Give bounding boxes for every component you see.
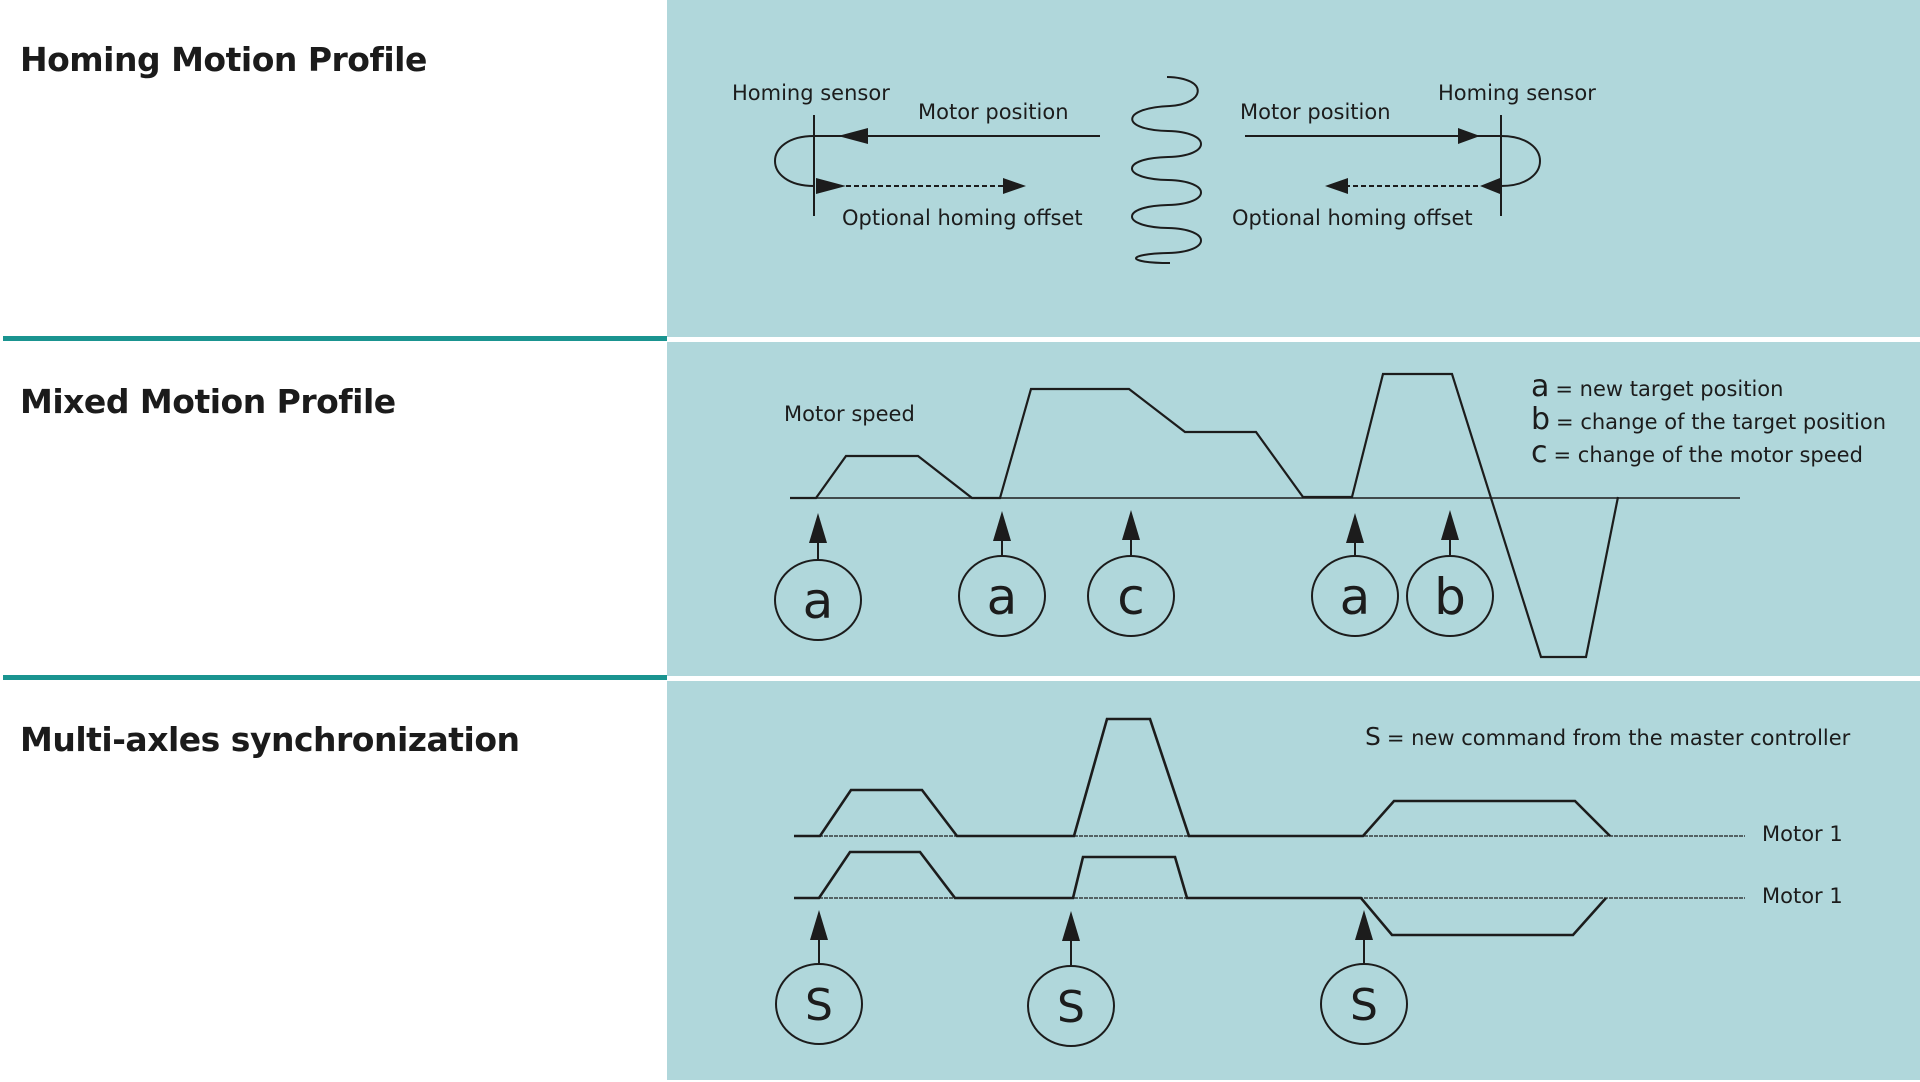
panel-gap [667, 676, 1920, 681]
event-marker: c [1087, 510, 1175, 637]
arrow-up-icon [810, 910, 828, 940]
homing-left [774, 115, 1100, 216]
event-marker: S [1027, 911, 1115, 1047]
event-marker: b [1406, 510, 1494, 637]
marker-label: a [803, 572, 834, 630]
homing-sensor-label-right: Homing sensor [1438, 81, 1596, 105]
marker-label: a [987, 568, 1018, 626]
motor-1-profile [794, 717, 1611, 838]
marker-label: b [1434, 568, 1466, 626]
homing-turn-arc [774, 135, 815, 187]
arrow-up-icon [809, 513, 827, 543]
motor-speed-label: Motor speed [784, 402, 915, 426]
marker-label: S [1057, 982, 1085, 1033]
legend-text: = change of the target position [1556, 410, 1886, 434]
section-title-homing: Homing Motion Profile [20, 40, 427, 79]
diagram-panel [667, 0, 1920, 1080]
legend-key: S [1365, 722, 1381, 751]
speed-profile-line [790, 372, 1620, 659]
wavy-line-break-icon [1131, 76, 1202, 264]
event-marker: a [774, 513, 862, 641]
homing-offset-label-left: Optional homing offset [842, 206, 1083, 230]
arrow-right-icon [1003, 178, 1026, 194]
marker-label: c [1117, 568, 1145, 626]
motor-position-label-right: Motor position [1240, 100, 1391, 124]
section-title-mixed: Mixed Motion Profile [20, 382, 396, 421]
legend-key: b [1531, 402, 1550, 437]
legend-key: a [1531, 369, 1549, 404]
arrow-left-icon [1325, 178, 1348, 194]
event-marker: S [1320, 910, 1408, 1045]
homing-right [1245, 115, 1541, 216]
section-divider [3, 675, 667, 680]
svg-text:a= new target position: a= new target position [1531, 369, 1783, 404]
arrow-up-icon [1441, 510, 1459, 540]
arrow-up-icon [1355, 910, 1373, 940]
motor-position-label-left: Motor position [918, 100, 1069, 124]
event-marker: a [958, 511, 1046, 637]
arrow-left-icon [1480, 178, 1500, 194]
marker-label: S [1350, 980, 1378, 1031]
marker-label: S [805, 980, 833, 1031]
svg-text:c= change of the motor speed: c= change of the motor speed [1531, 435, 1863, 470]
section-title-multi: Multi-axles synchronization [20, 720, 520, 759]
homing-turn-arc [1500, 135, 1541, 187]
svg-text:b= change of the target positi: b= change of the target position [1531, 402, 1886, 437]
event-marker: a [1311, 513, 1399, 637]
multi-legend: S= new command from the master controlle… [1365, 722, 1851, 751]
legend-text: = new command from the master controller [1387, 726, 1851, 750]
arrow-up-icon [1346, 513, 1364, 543]
panel-gap [667, 337, 1920, 342]
event-marker: S [775, 910, 863, 1045]
arrow-up-icon [1122, 510, 1140, 540]
arrow-up-icon [1062, 911, 1080, 941]
mixed-legend: a= new target position b= change of the … [1531, 369, 1886, 470]
arrow-up-icon [993, 511, 1011, 541]
motor-label: Motor 1 [1762, 884, 1843, 908]
multi-diagram: Motor 1 Motor 1 S= new command from the … [775, 717, 1851, 1047]
legend-key: c [1531, 435, 1548, 470]
marker-label: a [1340, 568, 1371, 626]
arrow-left-icon [838, 128, 868, 144]
arrow-right-icon [816, 178, 846, 194]
motor-2-profile [794, 850, 1607, 937]
homing-diagram [774, 76, 1541, 264]
legend-text: = new target position [1555, 377, 1783, 401]
homing-offset-label-right: Optional homing offset [1232, 206, 1473, 230]
legend-text: = change of the motor speed [1554, 443, 1863, 467]
arrow-right-icon [1458, 128, 1480, 144]
left-column: Homing Motion Profile Mixed Motion Profi… [0, 0, 667, 1082]
section-divider [3, 336, 667, 341]
homing-sensor-label-left: Homing sensor [732, 81, 890, 105]
motor-label: Motor 1 [1762, 822, 1843, 846]
